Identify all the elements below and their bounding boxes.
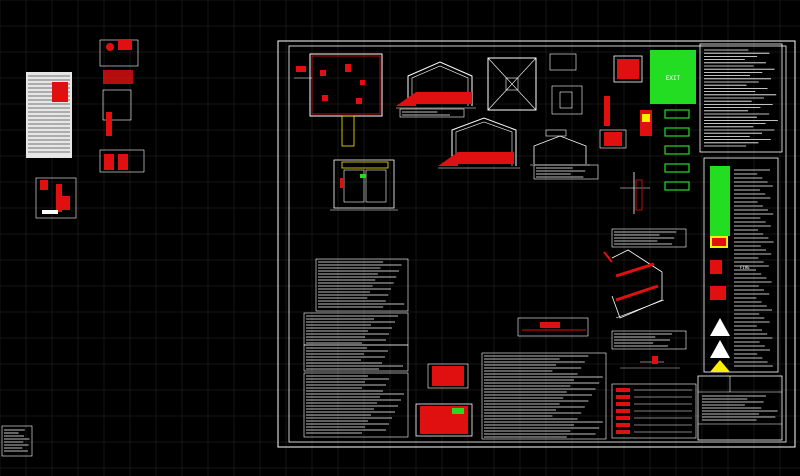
legend-symbol — [616, 388, 630, 392]
green-signage[interactable]: EXIT — [650, 50, 696, 191]
note-box — [303, 372, 409, 438]
staircase-detail[interactable] — [603, 249, 665, 319]
building-elevation-2[interactable] — [438, 117, 520, 169]
valve-detail[interactable] — [620, 356, 680, 369]
legend-symbol — [616, 409, 630, 413]
slab-detail[interactable] — [517, 317, 589, 337]
legend-symbol — [616, 416, 630, 420]
exit-sign-text: EXIT — [666, 75, 681, 82]
note-box — [611, 228, 687, 248]
building-elevation-1[interactable] — [396, 61, 476, 109]
note-box — [315, 258, 409, 312]
note-box — [611, 330, 687, 350]
main-sheet[interactable] — [277, 40, 796, 448]
roof-plan[interactable] — [487, 57, 537, 111]
note-box — [303, 344, 409, 372]
extinguisher-cabinets[interactable] — [599, 55, 652, 149]
small-details-column[interactable] — [530, 53, 590, 166]
small-table-rows — [28, 75, 70, 153]
legend-symbol — [616, 430, 630, 434]
left-detail-sheets[interactable] — [1, 39, 145, 457]
pipe-detail[interactable] — [620, 172, 650, 214]
fire-sign-text: FIRE — [740, 265, 750, 270]
legend-text-lines — [4, 429, 30, 452]
legend-symbol — [616, 395, 630, 399]
bottom-left-legend[interactable] — [1, 425, 33, 457]
legend-table-rows — [616, 388, 692, 434]
small-table-sheet[interactable] — [26, 72, 72, 158]
legend-symbol — [616, 402, 630, 406]
symbol-legend-table[interactable] — [611, 383, 697, 439]
notes-blocks — [303, 49, 778, 440]
table-red-cell — [52, 82, 68, 102]
floor-plan[interactable] — [294, 53, 383, 147]
legend-symbol — [616, 423, 630, 427]
fire-panels[interactable] — [415, 363, 473, 437]
door-elevation[interactable] — [330, 159, 398, 211]
note-box — [481, 352, 607, 440]
right-legend-column[interactable]: FIRE — [699, 43, 783, 373]
note-box — [533, 164, 599, 180]
title-block[interactable] — [697, 375, 783, 441]
note-box — [399, 108, 465, 118]
equipment-detail-column[interactable] — [99, 39, 145, 173]
extinguisher-detail[interactable] — [35, 177, 77, 219]
